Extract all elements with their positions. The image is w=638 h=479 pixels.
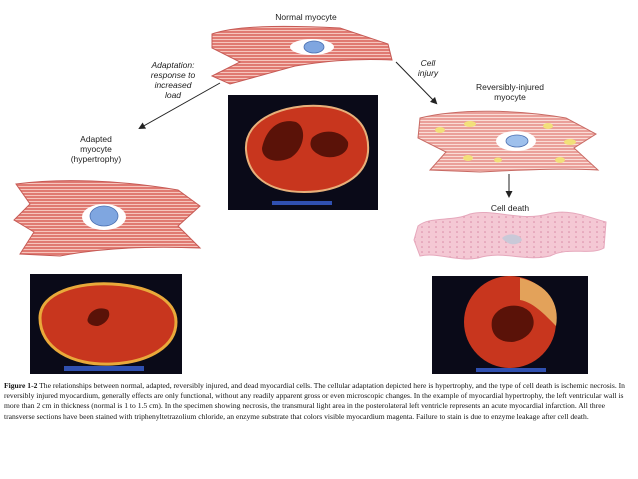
label-adapted-myocyte: Adapted myocyte (hypertrophy) bbox=[56, 134, 136, 164]
label-adaptation-line: Adaptation: bbox=[151, 60, 195, 70]
label-reversibly-injured-line: myocyte bbox=[494, 92, 526, 102]
necrosis-heart-photo bbox=[432, 276, 588, 374]
adapted-myocyte-illustration bbox=[13, 180, 202, 257]
label-normal-myocyte: Normal myocyte bbox=[275, 12, 337, 22]
label-reversibly-injured: Reversibly-injured myocyte bbox=[460, 82, 560, 102]
nucleus bbox=[303, 40, 325, 54]
label-adaptation-line: response to bbox=[150, 70, 196, 80]
label-adapted-line: Adapted bbox=[80, 134, 112, 144]
label-cell-injury-line: Cell bbox=[420, 58, 436, 68]
label-reversibly-injured-line: Reversibly-injured bbox=[475, 82, 545, 92]
arrow-to-adapted bbox=[138, 82, 221, 129]
label-adaptation: Adaptation: response to increased load bbox=[138, 60, 208, 100]
label-adaptation-line: increased bbox=[154, 80, 192, 90]
figure-label: Figure 1-2 bbox=[4, 381, 38, 390]
normal-myocyte-illustration bbox=[210, 25, 393, 85]
arrow-to-injured bbox=[395, 61, 438, 105]
label-adaptation-line: load bbox=[164, 90, 182, 100]
reversibly-injured-myocyte-illustration bbox=[417, 110, 600, 173]
figure-caption: Figure 1-2 The relationships between nor… bbox=[4, 381, 634, 422]
caption-text: The relationships between normal, adapte… bbox=[4, 381, 625, 421]
normal-heart-photo bbox=[228, 95, 378, 210]
label-cell-death: Cell death bbox=[490, 203, 530, 213]
label-cell-injury: Cell injury bbox=[408, 58, 448, 78]
hypertrophy-heart-photo bbox=[30, 274, 182, 374]
label-adapted-line: myocyte bbox=[80, 144, 112, 154]
dead-cell-illustration bbox=[413, 211, 607, 260]
label-cell-injury-line: injury bbox=[417, 68, 439, 78]
label-adapted-line: (hypertrophy) bbox=[70, 154, 122, 164]
